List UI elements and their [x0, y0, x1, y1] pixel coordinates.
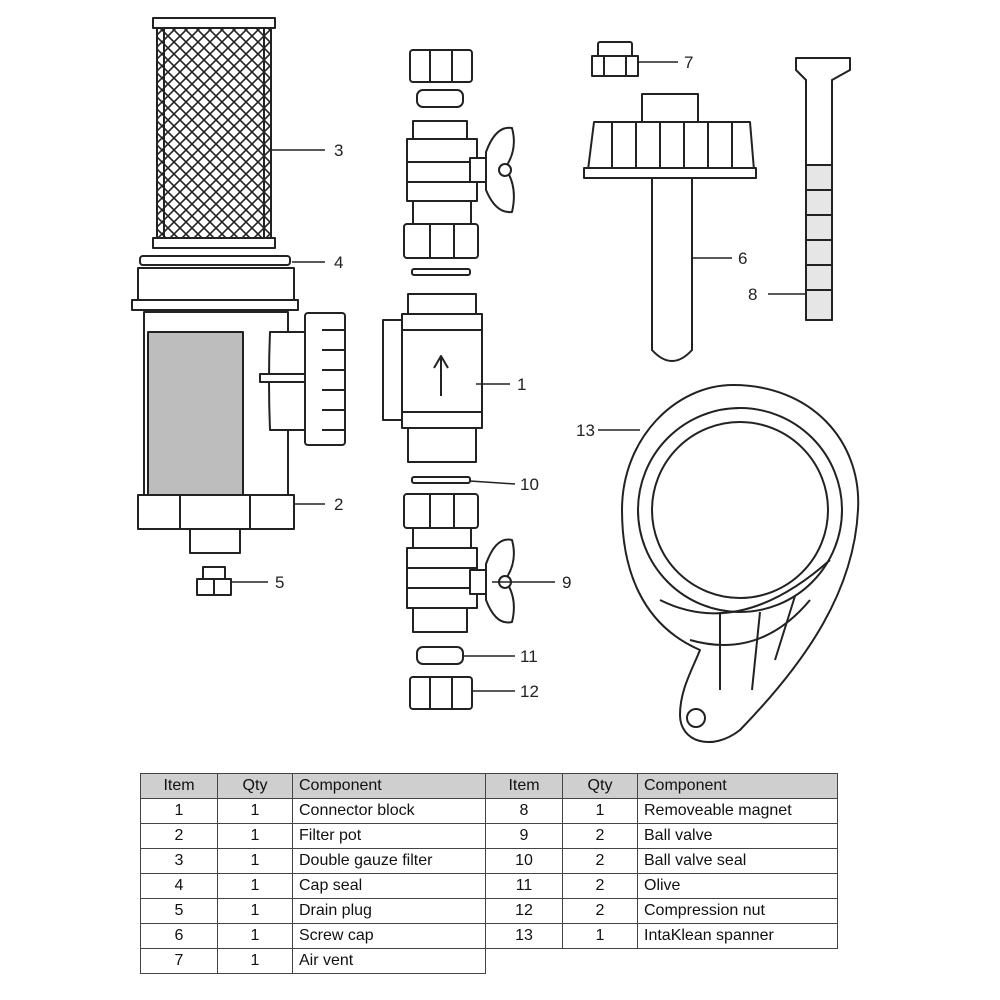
cell-qty: 1 [562, 798, 638, 824]
callout-6: 6 [738, 249, 747, 268]
cell-item: 4 [140, 873, 218, 899]
cell-component: Filter pot [292, 823, 486, 849]
header-qty: Qty [217, 773, 293, 799]
callout-5: 5 [275, 573, 284, 592]
cell-item: 7 [140, 948, 218, 974]
compression-nut-upper [409, 49, 473, 83]
cell-qty: 1 [217, 798, 293, 824]
cell-item: 9 [485, 823, 563, 849]
parts-list-table: Item Qty Component Item Qty Component 1 … [140, 773, 838, 974]
cell-item: 11 [485, 873, 563, 899]
ball-valve-lower [403, 493, 515, 633]
callout-2: 2 [334, 495, 343, 514]
header-component: Component [292, 773, 486, 799]
cell-component: IntaKlean spanner [637, 923, 838, 949]
cell-component: Compression nut [637, 898, 838, 924]
cell-qty: 1 [217, 848, 293, 874]
compression-nut-lower [409, 676, 473, 710]
callout-4: 4 [334, 253, 343, 272]
cell-item: 13 [485, 923, 563, 949]
cell-item: 2 [140, 823, 218, 849]
cell-item: 1 [140, 798, 218, 824]
ball-valve-seal-upper [411, 268, 471, 276]
callout-9: 9 [562, 573, 571, 592]
cell-item: 6 [140, 923, 218, 949]
filter-pot [131, 267, 346, 554]
cell-component: Connector block [292, 798, 486, 824]
table-header-row: Item Qty Component Item Qty Component [140, 773, 838, 799]
cell-item: 8 [485, 798, 563, 824]
connector-block [382, 293, 483, 463]
cell-item: 3 [140, 848, 218, 874]
ball-valve-upper [403, 120, 515, 259]
cell-component: Removeable magnet [637, 798, 838, 824]
leader-lines [230, 61, 806, 692]
cell-item: 5 [140, 898, 218, 924]
header-qty: Qty [562, 773, 638, 799]
air-vent [591, 41, 639, 77]
callout-10: 10 [520, 475, 539, 494]
table-row: 3 1 Double gauze filter 10 2 Ball valve … [140, 848, 838, 874]
table-row: 4 1 Cap seal 11 2 Olive [140, 873, 838, 899]
callout-7: 7 [684, 53, 693, 72]
intaklean-spanner [621, 384, 860, 743]
cell-component: Double gauze filter [292, 848, 486, 874]
olive-upper [416, 89, 464, 108]
removeable-magnet [795, 57, 851, 321]
table-row: 5 1 Drain plug 12 2 Compression nut [140, 898, 838, 924]
table-row: 6 1 Screw cap 13 1 IntaKlean spanner [140, 923, 838, 949]
cell-qty: 1 [217, 823, 293, 849]
callout-12: 12 [520, 682, 539, 701]
cell-qty: 2 [562, 873, 638, 899]
cell-component: Cap seal [292, 873, 486, 899]
ball-valve-seal-lower [411, 476, 471, 484]
drain-plug [196, 566, 232, 596]
cell-item: 10 [485, 848, 563, 874]
cell-qty: 2 [562, 823, 638, 849]
callout-8: 8 [748, 285, 757, 304]
table-row: 7 1 Air vent [140, 948, 838, 974]
cell-item: 12 [485, 898, 563, 924]
cell-component: Ball valve [637, 823, 838, 849]
cell-qty: 1 [217, 923, 293, 949]
double-gauze-filter [152, 17, 276, 249]
callout-labels: 3 4 2 5 1 10 9 11 12 7 6 8 13 [275, 53, 757, 701]
callout-3: 3 [334, 141, 343, 160]
cell-component: Air vent [292, 948, 486, 974]
header-item: Item [485, 773, 563, 799]
cell-qty: 1 [562, 923, 638, 949]
cell-component: Ball valve seal [637, 848, 838, 874]
cap-seal [139, 255, 291, 266]
cell-component: Drain plug [292, 898, 486, 924]
olive-lower [416, 646, 464, 665]
cell-component: Olive [637, 873, 838, 899]
header-item: Item [140, 773, 218, 799]
callout-11: 11 [520, 647, 538, 666]
cell-qty: 1 [217, 898, 293, 924]
empty-cell [486, 949, 838, 974]
screw-cap [583, 93, 757, 362]
exploded-parts-diagram: 3 4 2 5 1 10 9 11 12 7 6 8 13 [131, 17, 860, 743]
cell-qty: 1 [217, 873, 293, 899]
cell-qty: 1 [217, 948, 293, 974]
table-row: 2 1 Filter pot 9 2 Ball valve [140, 823, 838, 849]
table-row: 1 1 Connector block 8 1 Removeable magne… [140, 798, 838, 824]
cell-qty: 2 [562, 848, 638, 874]
cell-component: Screw cap [292, 923, 486, 949]
header-component: Component [637, 773, 838, 799]
callout-13: 13 [576, 421, 595, 440]
cell-qty: 2 [562, 898, 638, 924]
callout-1: 1 [517, 375, 526, 394]
